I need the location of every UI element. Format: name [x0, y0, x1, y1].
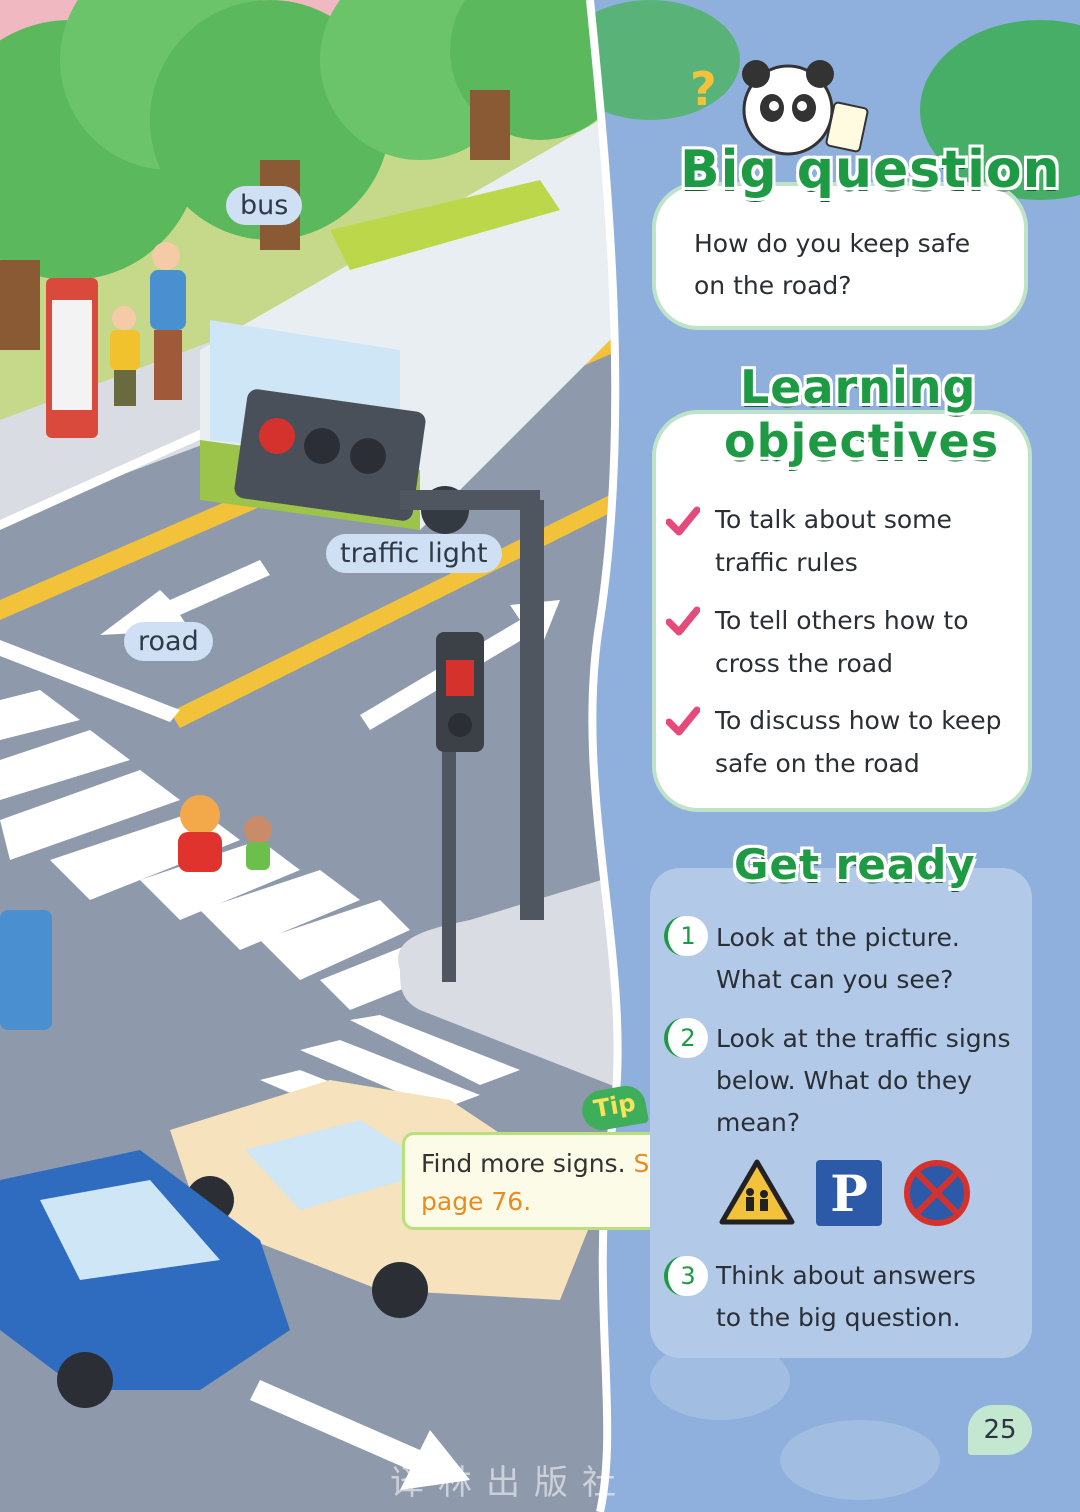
check-icon	[666, 506, 700, 536]
step-3-line1: Think about answers	[716, 1261, 976, 1290]
objective-3-line2: safe on the road	[715, 749, 920, 778]
step-2-line1: Look at the traffic signs	[716, 1024, 1011, 1053]
objective-3-line1: To discuss how to keep	[715, 706, 1002, 735]
check-icon	[666, 606, 700, 636]
learning-objectives-title-line2: objectives	[724, 414, 1000, 468]
check-icon	[666, 706, 700, 736]
big-question-line2: on the road?	[694, 271, 852, 300]
parking-sign-letter: P	[830, 1163, 868, 1223]
tip-badge-label: Tip	[591, 1088, 638, 1124]
step-2-line3: mean?	[716, 1108, 801, 1137]
objective-1-line1: To talk about some	[715, 505, 952, 534]
bus-label: bus	[226, 186, 303, 225]
big-question-title: Big question	[680, 140, 1061, 200]
get-ready-panel	[650, 868, 1032, 1358]
school-crossing-sign-icon	[719, 1159, 795, 1225]
step-2-number: 2	[664, 1018, 708, 1058]
tip-main-text: Find more signs.	[421, 1149, 626, 1178]
big-question-line1: How do you keep safe	[694, 229, 971, 258]
tip-page-link[interactable]: page 76.	[421, 1187, 532, 1216]
learning-objectives-card	[652, 410, 1032, 812]
publisher-watermark: 译林出版社	[390, 1463, 630, 1503]
road-label: road	[124, 622, 213, 661]
step-1-number: 1	[664, 916, 708, 956]
step-1-line2: What can you see?	[716, 965, 954, 994]
no-stopping-sign-icon	[904, 1160, 970, 1226]
step-3-line2: to the big question.	[716, 1303, 961, 1332]
page-number: 25	[968, 1405, 1032, 1455]
tip-text: Find more signs. See page 76.	[421, 1145, 683, 1221]
big-question-card	[652, 182, 1028, 330]
get-ready-title: Get ready	[734, 840, 976, 889]
tip-box: Find more signs. See page 76.	[402, 1132, 694, 1230]
step-2-line2: below. What do they	[716, 1066, 973, 1095]
svg-text:?: ?	[690, 62, 717, 116]
learning-objectives-title-line1: Learning	[740, 360, 977, 414]
step-3-number: 3	[664, 1256, 708, 1296]
objective-2-line1: To tell others how to	[715, 606, 969, 635]
traffic-light-label: traffic light	[326, 534, 502, 573]
panda-mascot-icon: ?	[680, 50, 890, 160]
parking-sign-icon: P	[816, 1160, 882, 1226]
objective-1-line2: traffic rules	[715, 548, 858, 577]
step-1-line1: Look at the picture.	[716, 923, 960, 952]
objective-2-line2: cross the road	[715, 649, 893, 678]
